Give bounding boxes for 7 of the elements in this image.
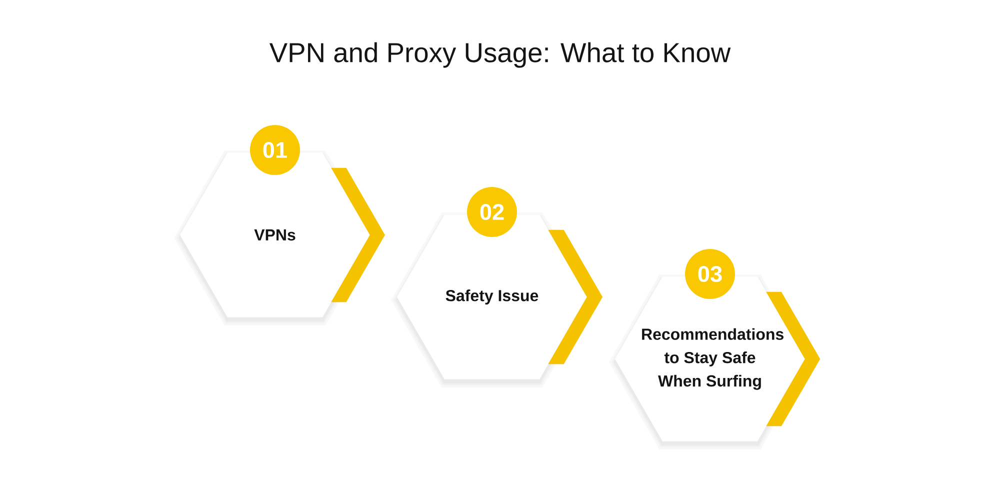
chevron-arrow [331,168,385,302]
title: VPN and Proxy Usage: What to Know [269,42,731,68]
number-badge: 03 [685,249,735,299]
number-badge: 01 [250,125,300,175]
chevron-arrow [766,292,820,426]
chevron-arrow [548,230,603,364]
number-badge: 02 [467,187,517,237]
